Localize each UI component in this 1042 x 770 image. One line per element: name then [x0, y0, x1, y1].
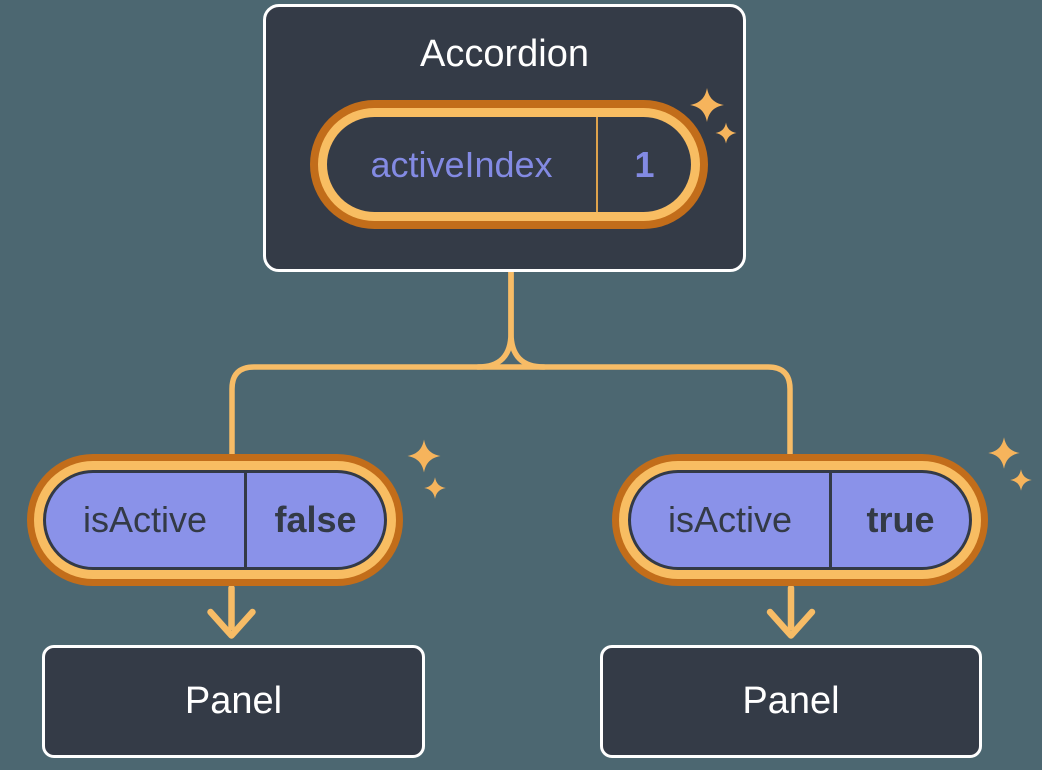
prop-pill-right: isActive true	[612, 454, 988, 586]
panel-label-left: Panel	[184, 680, 283, 722]
prop-pill-right-core: isActive true	[628, 470, 972, 570]
state-pill-divider	[596, 117, 598, 212]
panel-box-left: Panel	[42, 645, 425, 758]
component-title: Accordion	[420, 33, 589, 75]
prop-pill-left-inner-ring: isActive false	[34, 461, 396, 579]
sparkle-icon	[424, 477, 446, 499]
prop-pill-right-divider	[829, 473, 832, 567]
prop-value-left: false	[274, 499, 357, 540]
sparkle-icon	[407, 439, 441, 473]
prop-value-right: true	[866, 499, 935, 540]
prop-pill-right-inner-ring: isActive true	[619, 461, 981, 579]
sparkle-icon	[988, 437, 1020, 469]
state-value: 1	[634, 143, 655, 185]
prop-pill-left-divider	[244, 473, 247, 567]
prop-pill-left: isActive false	[27, 454, 403, 586]
prop-name-left: isActive	[82, 499, 208, 540]
state-pill: activeIndex 1	[310, 100, 708, 229]
state-name: activeIndex	[370, 143, 553, 185]
connector-trunk-right-flare	[508, 268, 547, 370]
prop-pill-left-core: isActive false	[43, 470, 387, 570]
panel-label-right: Panel	[742, 680, 840, 722]
state-pill-inner-ring: activeIndex 1	[318, 108, 700, 221]
accordion-component-box: Accordion activeIndex 1	[263, 4, 746, 272]
state-pill-core: activeIndex 1	[327, 117, 691, 212]
panel-box-right: Panel	[600, 645, 982, 758]
sparkle-icon	[1010, 469, 1032, 491]
arrow-right-head	[766, 608, 816, 639]
arrow-left-head	[207, 608, 256, 639]
prop-name-right: isActive	[667, 499, 793, 540]
connector-trunk-left-flare	[475, 268, 514, 370]
